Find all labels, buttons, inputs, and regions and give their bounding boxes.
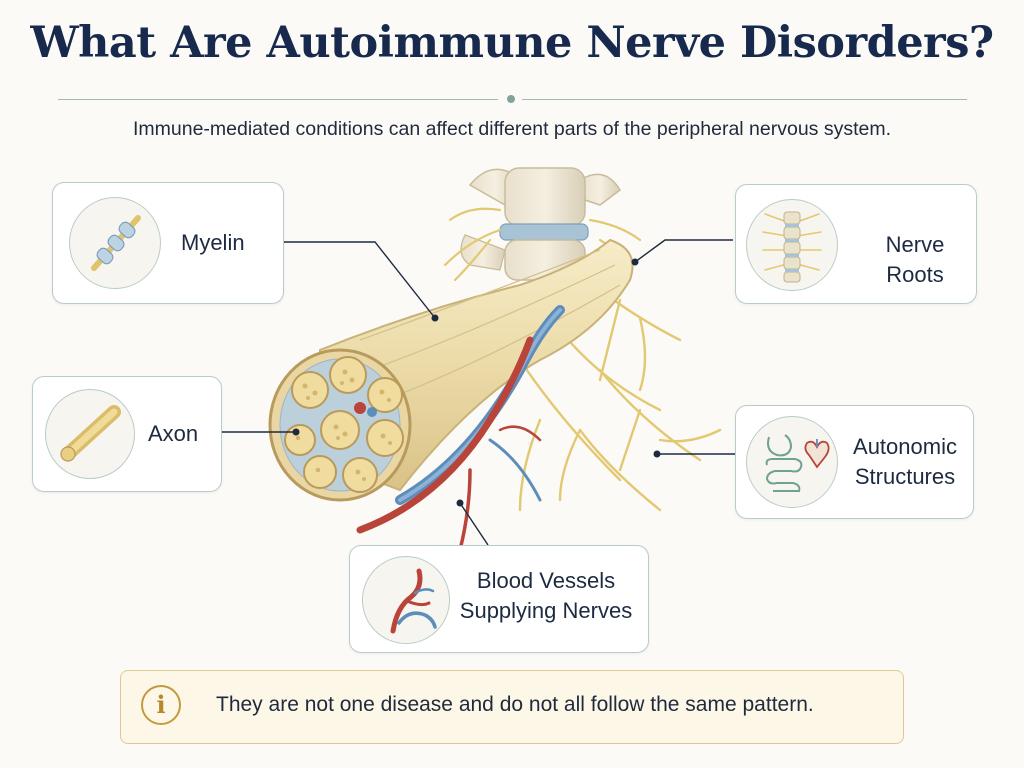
myelin-icon: [91, 215, 141, 271]
info-note-text: They are not one disease and do not all …: [216, 693, 814, 716]
leader-dots: [292, 258, 661, 507]
blood-vessels-label-line2: Supplying Nerves: [459, 598, 633, 623]
leader-lines: [220, 239, 735, 546]
autonomic-label-line2: Structures: [854, 464, 956, 489]
divider-dot: [507, 95, 515, 103]
info-note: i They are not one disease and do not al…: [120, 670, 904, 744]
blood-vessels-label-line1: Blood Vessels: [476, 568, 616, 593]
myelin-icon-circle: [69, 197, 161, 289]
myelin-label: Myelin: [181, 230, 245, 255]
blood-vessels-icon-circle: [362, 556, 450, 644]
myelin-label-box: Myelin: [52, 182, 284, 304]
blood-vessel-icon: [390, 568, 437, 634]
nerve-cross-section: [268, 348, 412, 502]
info-icon: i: [141, 685, 181, 725]
page-title: What Are Autoimmune Nerve Disorders?: [30, 18, 994, 68]
nerve-striations: [359, 249, 621, 401]
axon-label: Axon: [148, 421, 199, 446]
axon-icon-circle: [45, 389, 135, 479]
spine-icon: [762, 211, 822, 283]
blood-vessels: [356, 305, 565, 552]
axon-icon: [60, 405, 121, 462]
title-divider-right: [522, 99, 967, 100]
autonomic-label-box: Autonomic Structures: [735, 405, 974, 519]
organs-icon: [765, 434, 830, 492]
autonomic-label-line1: Autonomic: [853, 434, 957, 459]
subtitle: Immune-mediated conditions can affect di…: [132, 118, 891, 140]
nerve-roots-icon-circle: [746, 199, 838, 291]
nerve-roots-label-box: Nerve Roots: [735, 184, 977, 304]
nerve-roots-label: Nerve Roots: [885, 232, 945, 287]
blood-vessels-label-box: Blood Vessels Supplying Nerves: [349, 545, 649, 653]
axon-label-box: Axon: [32, 376, 222, 492]
autonomic-icon-circle: [746, 416, 838, 508]
title-divider-left: [58, 99, 498, 100]
